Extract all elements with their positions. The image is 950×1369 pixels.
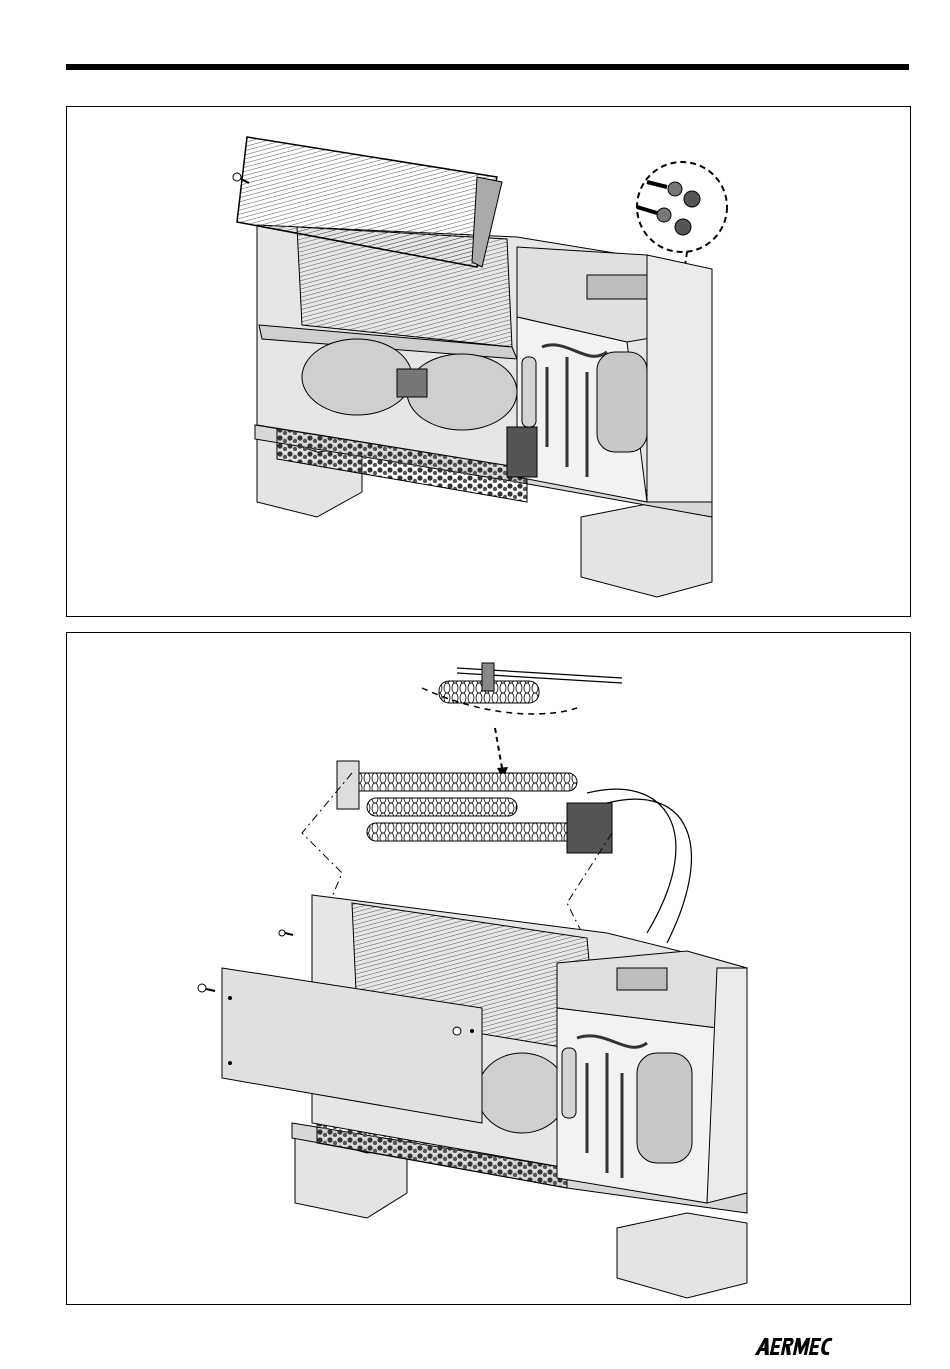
screw-icon [453,1027,461,1035]
panel-screw-hole [228,996,232,1000]
screw-icon [279,930,293,936]
panel-screw-hole [470,1029,474,1033]
right-foot [617,1213,747,1298]
cabinet-side [647,255,712,502]
receiver [522,357,536,427]
terminal-block [617,968,667,990]
screw-icon [198,984,215,992]
fan-scroll [477,1053,567,1133]
fitting-detail-circle [637,162,727,252]
brand-logo [754,1335,834,1359]
fan-scroll-left [302,339,412,415]
electric-heater-illustration [67,633,910,1304]
figure-panel-coil-removal [66,106,911,617]
right-foot [581,502,712,597]
coil-removal-illustration [67,107,910,616]
figure-panel-electric-heater [66,632,911,1305]
panel-screw-hole [228,1061,232,1065]
header-rule [66,64,909,70]
terminal-block [587,275,647,299]
detail-arrow [495,728,502,768]
fan-motor [397,369,427,397]
receiver [562,1048,576,1118]
fitting-detail-parts [637,182,700,235]
compressor [637,1053,692,1163]
aermec-logo-icon [754,1335,834,1359]
heater-thermostat-detail [422,663,622,714]
plate-exchanger [507,427,537,477]
compressor [597,352,647,452]
